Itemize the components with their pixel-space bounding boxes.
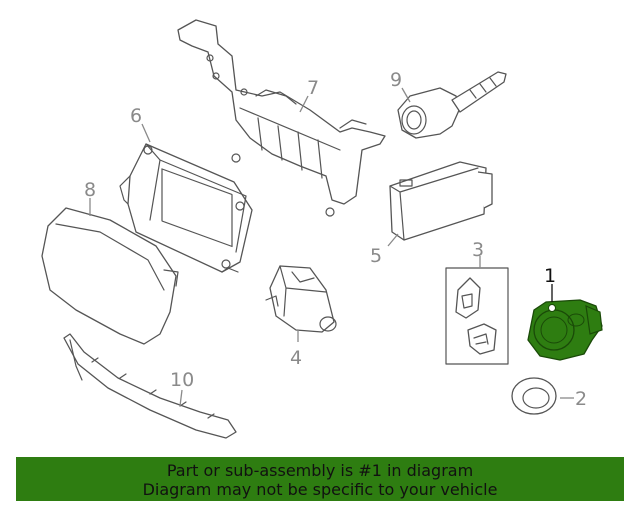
callout-9: 9: [390, 69, 402, 91]
part-9-sensor[interactable]: [397, 71, 507, 139]
callout-1: 1: [544, 265, 556, 287]
callout-3: 3: [472, 239, 484, 261]
banner-line-1: Part or sub-assembly is #1 in diagram: [166, 461, 474, 480]
callout-10: 10: [170, 369, 194, 391]
callout-7: 7: [307, 77, 319, 99]
part-7-bracket[interactable]: [177, 19, 386, 217]
callout-8: 8: [84, 179, 96, 201]
banner-line-2: Diagram may not be specific to your vehi…: [142, 480, 498, 499]
callout-4: 4: [290, 347, 302, 369]
callout-2: 2: [575, 388, 587, 410]
part-10-mounting-strip[interactable]: [63, 333, 237, 439]
callout-5: 5: [370, 245, 382, 267]
part-info-banner: Part or sub-assembly is #1 in diagram Di…: [16, 457, 624, 501]
callout-6: 6: [130, 105, 142, 127]
part-6-control-module[interactable]: [119, 143, 253, 273]
part-4-camera[interactable]: [265, 265, 337, 333]
part-8-cover[interactable]: [41, 207, 179, 345]
part-1-parking-sensor[interactable]: [527, 299, 603, 361]
part-3-bracket-set[interactable]: [445, 267, 509, 365]
part-2-ring[interactable]: [511, 377, 557, 415]
parts-diagram: 7 9 6 8 5: [41, 19, 603, 439]
part-5-module[interactable]: [389, 161, 493, 241]
